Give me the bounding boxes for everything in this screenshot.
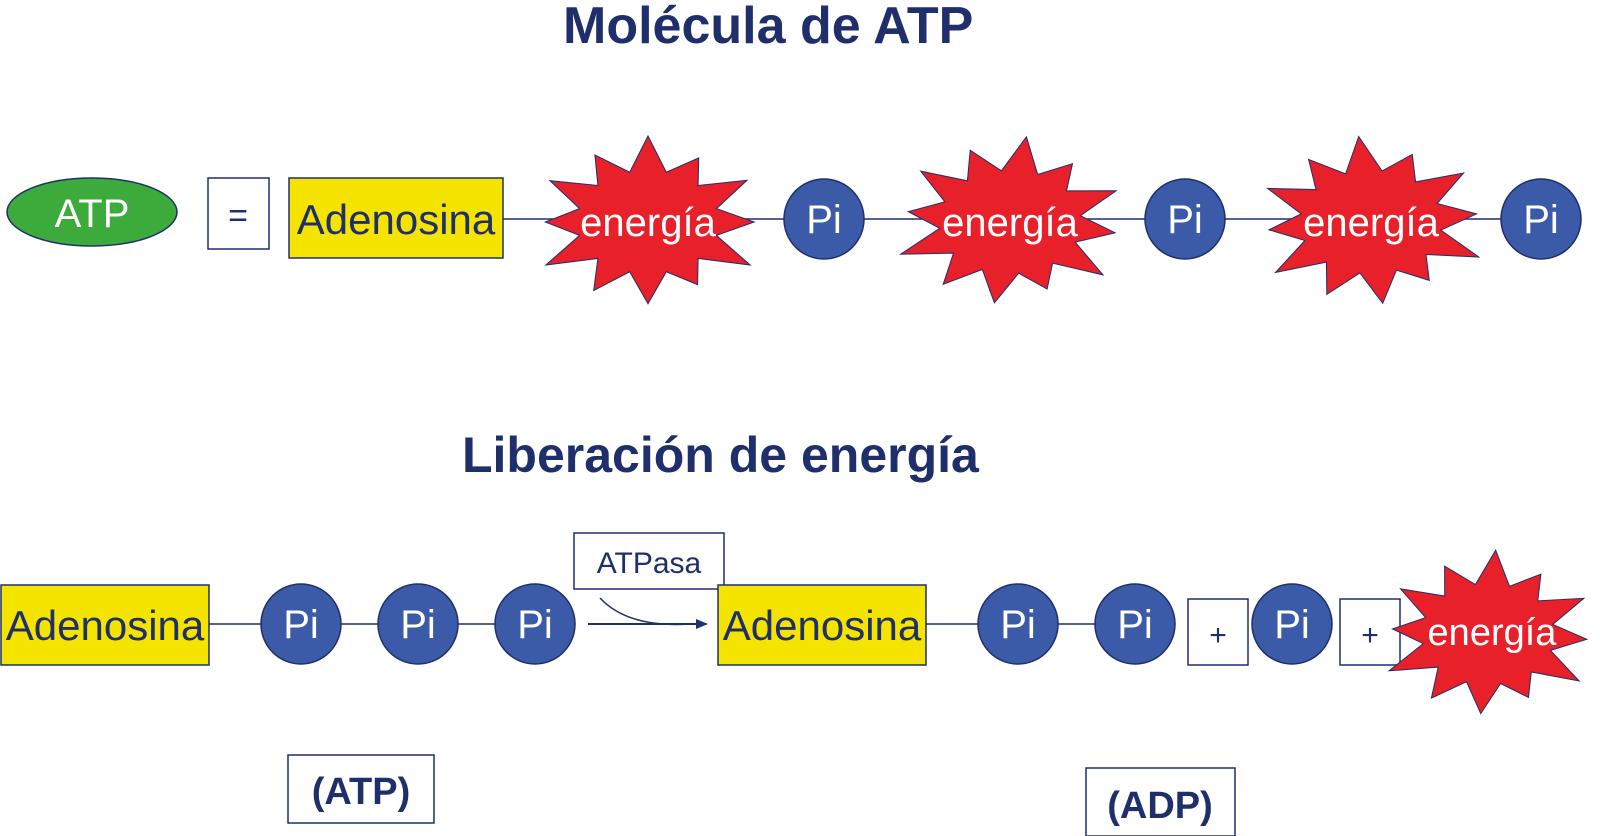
adp-caption-box: (ADP) [1085,767,1236,836]
adenosine-box-bottom-left: Adenosina [0,584,210,666]
plus-sign-2: + [1361,619,1379,652]
phosphate-top-3: Pi [1500,178,1582,260]
phosphate-bottom-4: Pi [977,583,1059,665]
phosphate-bottom-5: Pi [1094,583,1176,665]
equals-box: = [207,177,270,250]
adenosine-label-top: Adenosina [297,196,496,243]
atp-caption-box: (ATP) [287,754,435,824]
adenosine-label-bottom-left: Adenosina [6,602,205,649]
enzyme-curve [599,597,691,626]
phosphate-bottom-6: Pi [1251,583,1333,665]
phosphate-label-bottom-1: Pi [283,603,319,647]
energy-burst-bottom: energía [1387,549,1589,715]
energy-burst-top-3: energía [1265,135,1481,305]
adenosine-box-top: Adenosina [288,177,504,259]
phosphate-bottom-3: Pi [494,583,576,665]
equals-sign: = [228,197,248,235]
atpase-label: ATPasa [597,547,702,580]
adp-caption: (ADP) [1107,785,1213,827]
plus-box-1: + [1187,598,1249,666]
energy-label-top-3: energía [1303,201,1439,245]
title-atp-molecule: Molécula de ATP [563,0,974,55]
phosphate-label-bottom-3: Pi [517,603,553,647]
phosphate-label-top-3: Pi [1523,198,1559,242]
energy-label-top-2: energía [942,201,1078,245]
atp-caption: (ATP) [312,771,411,813]
title-energy-release: Liberación de energía [462,427,979,483]
phosphate-bottom-2: Pi [377,583,459,665]
adenosine-label-bottom-right: Adenosina [723,602,922,649]
phosphate-label-bottom-6: Pi [1274,603,1310,647]
phosphate-top-1: Pi [783,178,865,260]
phosphate-label-top-2: Pi [1167,198,1203,242]
reaction-arrow [588,597,708,629]
atp-oval: ATP [6,177,178,247]
phosphate-top-2: Pi [1144,178,1226,260]
plus-box-2: + [1339,598,1401,666]
energy-label-bottom: energía [1428,612,1558,654]
phosphate-bottom-1: Pi [260,583,342,665]
phosphate-label-bottom-4: Pi [1000,603,1036,647]
atp-oval-label: ATP [55,192,130,236]
phosphate-label-top-1: Pi [806,198,842,242]
atpase-enzyme-box: ATPasa [573,532,725,590]
energy-label-top-1: energía [580,201,716,245]
adenosine-box-bottom-right: Adenosina [717,584,927,666]
plus-sign-1: + [1209,619,1227,652]
energy-burst-top-2: energía [898,135,1118,304]
energy-burst-top-1: energía [543,134,756,305]
phosphate-label-bottom-2: Pi [400,603,436,647]
phosphate-label-bottom-5: Pi [1117,603,1153,647]
